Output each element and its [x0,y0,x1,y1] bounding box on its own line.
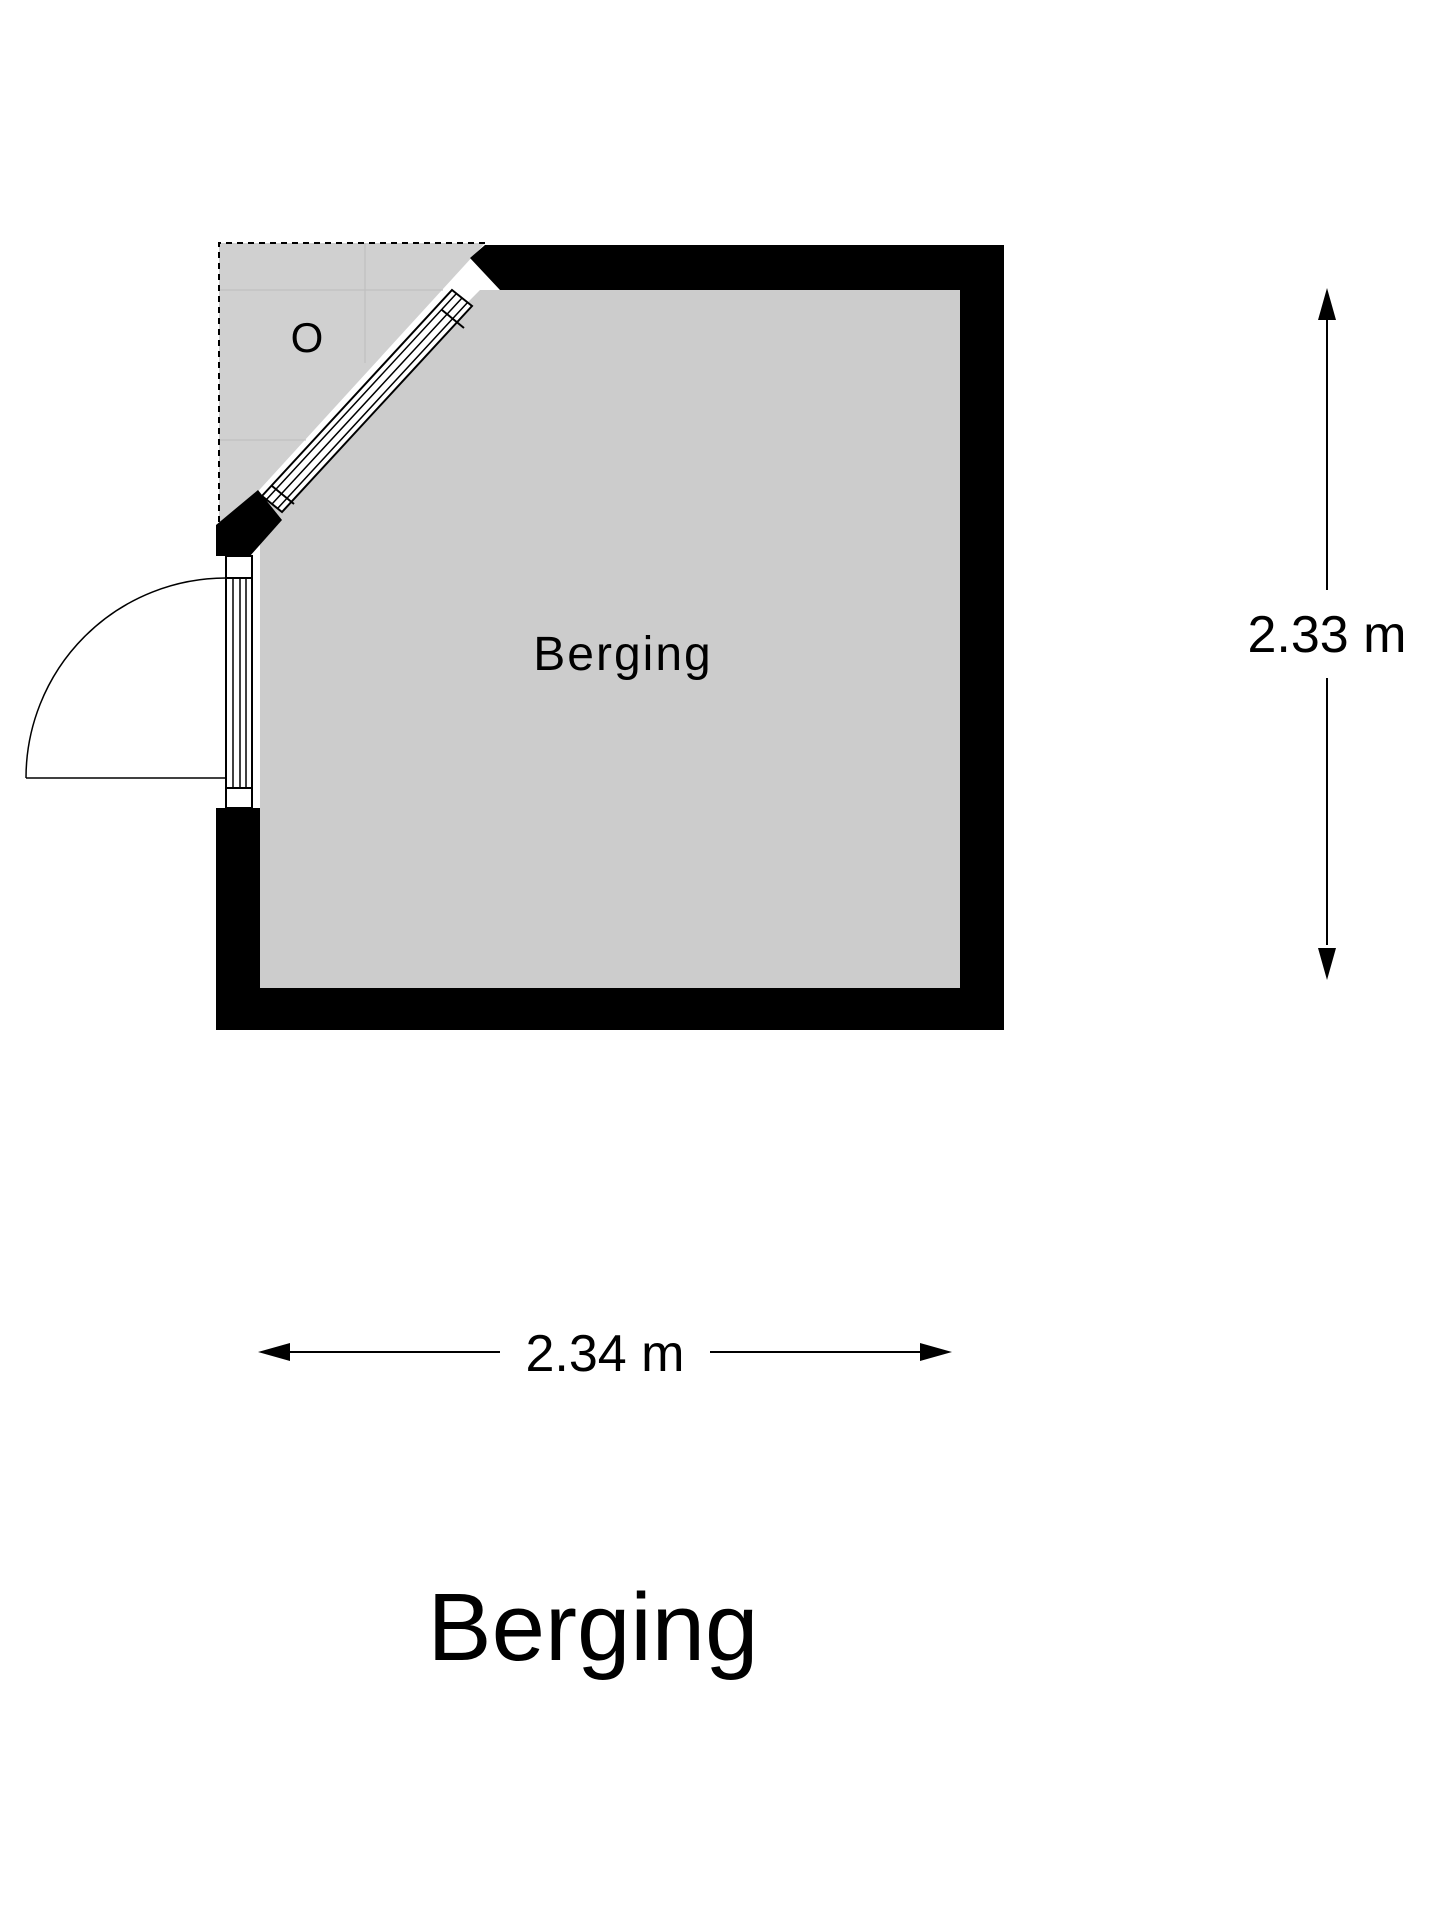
dimension-width: 2.34 m [258,1325,952,1383]
wall-left-lower [216,808,260,1030]
dimension-height-arrow-up [1318,288,1336,320]
dimension-width-arrow-right [920,1343,952,1361]
wall-top [470,245,1004,290]
window-pane-line [265,293,457,501]
window-pane-line [277,301,469,509]
door [25,555,253,809]
dimension-height: 2.33 m [1248,288,1407,980]
walls [216,245,1004,1030]
floor-title: Berging [428,1574,759,1681]
outdoor-dashed-border [218,242,485,522]
outdoor-area [218,242,485,522]
dimension-height-label: 2.33 m [1248,606,1407,664]
window-pane-line [271,297,463,505]
outdoor-area-fill [219,243,485,522]
dimension-height-arrow-down [1318,948,1336,980]
outdoor-label: O [291,314,324,361]
window-sash [271,485,295,505]
window-sash [441,309,465,329]
wall-left-corner [216,490,282,556]
door-swing-arc [25,577,227,779]
berging-floor [260,290,960,988]
dimension-width-label: 2.34 m [526,1325,685,1383]
dimension-width-arrow-left [258,1343,290,1361]
wall-bottom [216,988,1004,1030]
wall-right [960,245,1004,1030]
room-label-berging: Berging [533,628,712,681]
diagonal-window [260,288,474,514]
door-frame [225,555,253,809]
